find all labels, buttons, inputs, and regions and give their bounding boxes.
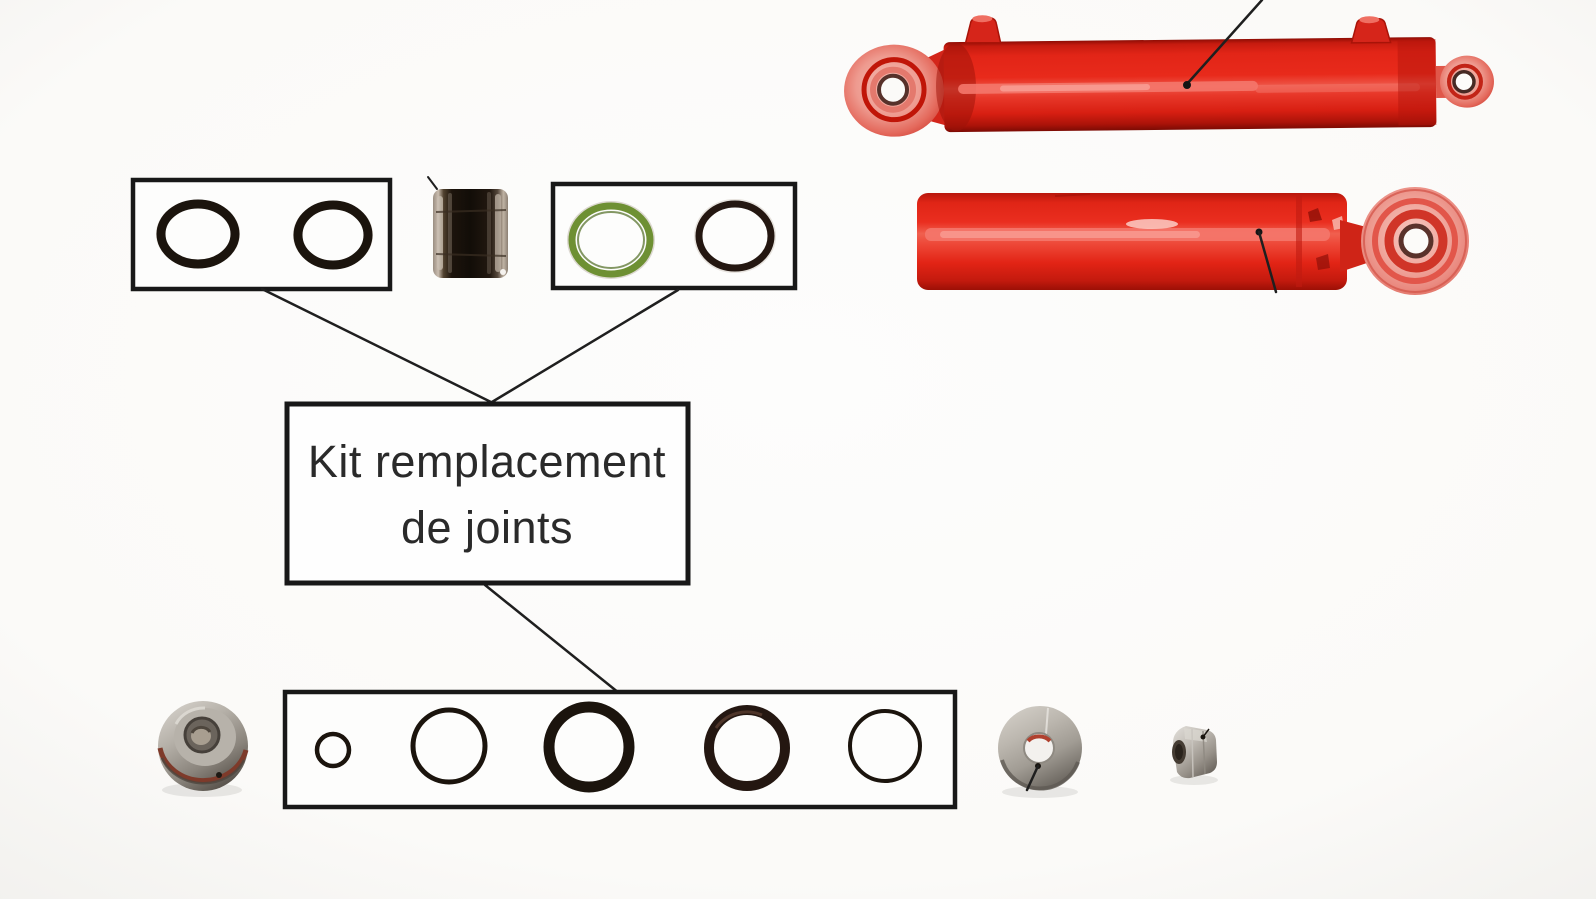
barrel2-tube [917,193,1347,290]
barrel-left-shadow [936,43,977,132]
kit-seal-thick-2 [704,705,790,791]
washer [998,706,1082,798]
piston-seal-box [550,181,798,291]
nut-mark-line [1202,728,1210,738]
label-line1: Kit remplacement [308,436,666,487]
connector-left-box-to-label [260,287,499,407]
barrel-highlights [958,80,1421,94]
seal-kit-label-box: Kit remplacement de joints [284,401,691,586]
callout-line [1185,0,1264,86]
rod-seal-box-frame [130,177,393,292]
hydraulic-port-right-top [1359,16,1380,24]
assembled-cylinder [844,0,1494,137]
seal-kit-box [282,689,958,810]
callout-assembled-cylinder [1183,0,1264,89]
kit-seal-thick-1 [543,701,635,793]
clevis-eye-ring [861,57,927,123]
seal-kit-box-frame [282,689,958,810]
o-ring-sheen [694,199,776,273]
gland-cap-mark-dot [216,772,222,778]
barrel2-eye-ring-outer [1372,198,1458,284]
green-o-ring-inner-edge [577,211,645,269]
washer-shadow [1002,786,1078,798]
washer-red-seal-glimpse [1026,734,1052,743]
clevis-eye-hole [877,73,910,106]
rod-o-ring-2 [293,200,373,270]
callout-barrel-cylinder [1255,228,1278,294]
nut-shadow [1170,775,1218,785]
callout-line [1257,230,1278,294]
barrel2-eye-ring-inner [1384,209,1448,273]
washer-bottom-rim [1000,759,1080,791]
piston-part [427,176,508,278]
washer-callout-line [1025,764,1040,792]
label-line2: de joints [401,502,573,553]
nut-facet-edge-light [1191,728,1194,778]
gland-cap-bore-shadow [190,725,212,734]
connector-right-box-to-label [485,288,680,407]
label-box-frame [284,401,691,586]
gland-cap-groove [160,757,246,785]
hex-nut [1170,726,1218,785]
hydraulic-port-left-top [972,15,993,23]
kit-seal-thick-2-sheen [714,710,763,729]
callout-dot [1183,81,1191,89]
kit-o-ring-small [314,731,352,769]
barrel2-highlights [925,193,1330,241]
clevis-eye-inner-ring [870,66,917,113]
gland-cap [157,701,249,797]
connector-label-to-kit-box [483,583,621,695]
barrel-end-shade [1397,39,1437,126]
barrel2-eye-hole [1398,223,1434,259]
gland-cap-bore [191,727,211,745]
rod-eye-hole [1452,69,1476,94]
green-o-ring [568,202,654,278]
piston-glint [500,269,506,275]
piston-pointer-stub [427,176,438,190]
rod-o-ring-1 [156,199,240,269]
dark-o-ring [695,200,775,272]
washer-scratch [1045,707,1049,735]
kit-o-ring-medium [410,707,488,785]
gland-cap-top-highlight [174,706,206,725]
piston-groove-highlights [435,192,507,274]
connector-lines [260,287,680,695]
kit-o-ring-thin [848,709,922,783]
nut-bore-inner [1175,744,1183,760]
rod-eye-ring [1446,63,1483,100]
o-ring-sheen [567,201,655,279]
barrel-cylinder [917,187,1469,295]
barrel2-eye-rim [1363,189,1467,293]
rod-seal-box [130,177,393,292]
gland-cap-seal-band [157,747,249,784]
